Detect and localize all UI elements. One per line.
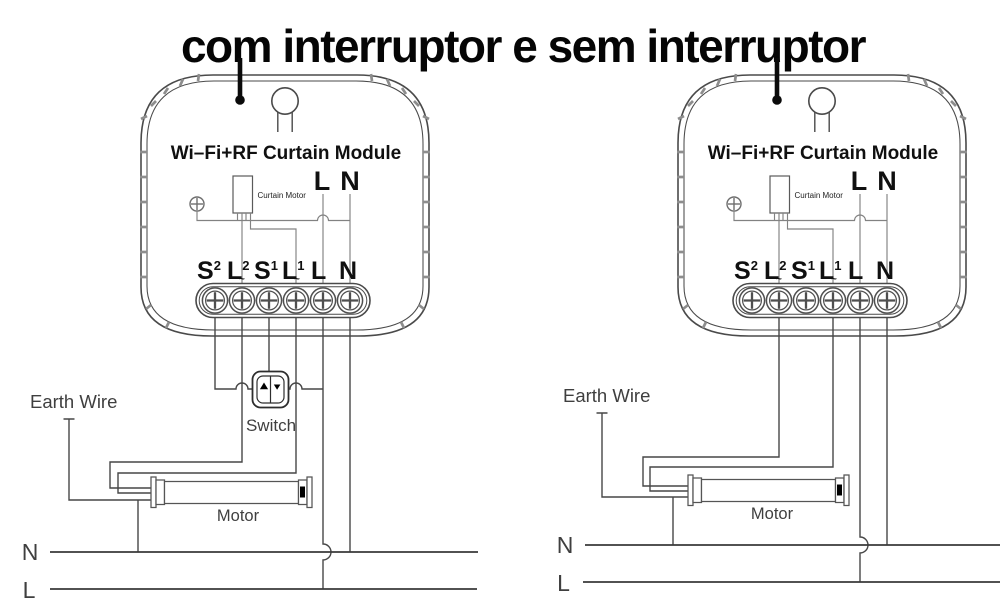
wire-live-to-bus: [322, 317, 332, 589]
terminal-screw: [738, 287, 766, 314]
left-diagram: Wi–Fi+RF Curtain Module Curtain Motor L …: [22, 58, 478, 603]
terminal-screw: [228, 287, 256, 314]
terminal-block: [732, 282, 908, 319]
curtain-motor: Motor: [687, 474, 850, 523]
motor-wave-mark: ~: [294, 274, 300, 285]
neutral-bus-label: N: [557, 532, 574, 558]
curtain-module-right: Wi–Fi+RF Curtain Module Curtain Motor L …: [677, 58, 967, 337]
earth-to-neutral-wire: [196, 211, 350, 222]
terminal-screw: [201, 287, 229, 314]
wire-l2-to-motor: [109, 317, 243, 489]
earth-wire-label: Earth Wire: [563, 385, 650, 406]
wire-l1-to-motor: [117, 317, 297, 494]
curtain-motor: Motor: [150, 476, 313, 525]
terminal-screw: [282, 287, 310, 314]
terminal-label: N: [339, 257, 357, 285]
terminal-screw: [336, 287, 364, 314]
terminal-label: S2: [197, 257, 221, 285]
module-outline: [677, 74, 967, 337]
terminal-screw: [309, 287, 337, 314]
terminal-label: N: [876, 257, 894, 285]
live-bus-label: L: [23, 577, 36, 603]
terminal-label: L1: [819, 257, 842, 285]
antenna-icon: [772, 58, 782, 105]
keyhole-slot: [807, 87, 836, 132]
module-title: Wi–Fi+RF Curtain Module: [171, 143, 401, 164]
terminal-screw: [255, 287, 283, 314]
curtain-module-left: Wi–Fi+RF Curtain Module Curtain Motor L …: [140, 58, 430, 337]
wall-switch: Switch: [246, 370, 296, 435]
motor-label: Motor: [751, 505, 794, 523]
module-outline-inner: [683, 80, 961, 331]
wire-s2-to-switch: [214, 317, 253, 390]
neutral-bus-label: N: [22, 539, 39, 565]
motor-wave-mark: ~: [831, 274, 837, 285]
motor-connector-dot: [300, 486, 305, 498]
switch-label: Switch: [246, 416, 296, 435]
module-internal-wires: [196, 194, 351, 284]
module-outline: [140, 74, 430, 337]
connector-leg-4: [786, 213, 834, 284]
curtain-motor-label: Curtain Motor: [258, 191, 307, 200]
curtain-motor-connector: Curtain Motor: [232, 175, 307, 214]
terminal-screw: [846, 287, 874, 314]
neutral-label: N: [877, 166, 897, 196]
down-arrow-icon: [273, 384, 281, 390]
keyhole-slot: [270, 87, 299, 132]
terminal-label: L2: [764, 257, 787, 285]
wire-l2-to-motor: [642, 317, 780, 487]
motor-wave-mark: ~: [776, 274, 782, 285]
terminal-screw: [792, 287, 820, 314]
power-bus: N L: [557, 532, 1000, 596]
live-label: L: [851, 166, 868, 196]
earth-wire-label: Earth Wire: [30, 391, 117, 412]
terminal-label: S1: [791, 257, 815, 285]
terminal-label: L1: [282, 257, 305, 285]
grip-ridges: [140, 73, 430, 329]
terminal-screw: [819, 287, 847, 314]
terminal-label: L: [311, 257, 326, 285]
up-arrow-icon: [259, 382, 269, 390]
curtain-motor-label: Curtain Motor: [795, 191, 844, 200]
terminal-screw: [765, 287, 793, 314]
earth-wire-path: [596, 412, 689, 498]
right-wiring: Earth Wire Motor N L: [557, 317, 1000, 596]
module-internal-wires: [733, 194, 888, 284]
terminal-label: S1: [254, 257, 278, 285]
terminal-screw: [873, 287, 901, 314]
terminal-label: L: [848, 257, 863, 285]
live-label: L: [314, 166, 331, 196]
neutral-label: N: [340, 166, 360, 196]
grip-ridges: [677, 73, 967, 329]
motor-wave-mark: ~: [239, 274, 245, 285]
earth-to-neutral-wire: [733, 211, 887, 222]
right-diagram: Wi–Fi+RF Curtain Module Curtain Motor L …: [557, 58, 1000, 596]
earth-screw-icon: [189, 196, 205, 212]
terminal-label: L2: [227, 257, 250, 285]
power-bus: N L: [22, 539, 478, 603]
terminal-labels: S2 L2 ~ S1 L1 ~ L N: [734, 257, 894, 285]
wire-switch-to-live: [289, 382, 323, 390]
wire-l1-to-motor: [649, 317, 834, 492]
live-bus-label: L: [557, 570, 570, 596]
wire-live-to-bus: [859, 317, 869, 582]
curtain-motor-connector: Curtain Motor: [769, 175, 844, 214]
terminal-block: [195, 282, 371, 319]
antenna-icon: [235, 58, 245, 105]
earth-wire-path: [63, 418, 152, 501]
terminal-labels: S2 L2 ~ S1 L1 ~ L N: [197, 257, 357, 285]
motor-connector-dot: [837, 484, 842, 496]
module-outline-inner: [146, 80, 424, 331]
module-title: Wi–Fi+RF Curtain Module: [708, 143, 938, 164]
motor-label: Motor: [217, 507, 260, 525]
left-wiring: Earth Wire Switch Motor: [22, 317, 478, 603]
earth-wire: Earth Wire: [30, 391, 152, 552]
earth-wire: Earth Wire: [563, 385, 689, 545]
earth-screw-icon: [726, 196, 742, 212]
page-title: com interruptor e sem interruptor: [181, 20, 867, 72]
connector-leg-4: [249, 213, 297, 284]
terminal-label: S2: [734, 257, 758, 285]
